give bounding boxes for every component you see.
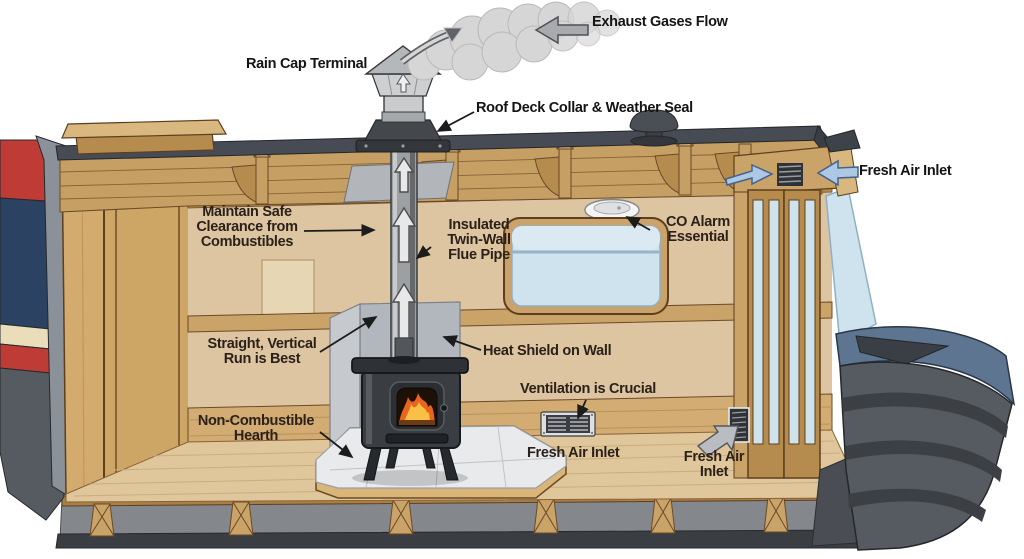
- fire: [399, 393, 435, 425]
- arrow-flue: [415, 245, 432, 260]
- floor-joists: [89, 496, 789, 537]
- exhaust-smoke: [399, 1, 621, 81]
- leader-arrows: [303, 111, 651, 459]
- cabin-window: [503, 217, 669, 315]
- arrow-hearth: [319, 431, 354, 459]
- roof-hatch: [61, 119, 228, 155]
- label-insulated-flue: Insulated Twin-Wall Flue Pipe: [447, 217, 511, 264]
- door-leaf-left: [747, 189, 785, 479]
- cap-flow-arrow-icon: [396, 73, 411, 93]
- top-fresh-air-vent-icon: [775, 161, 805, 188]
- door-leaf-right: [783, 189, 821, 479]
- label-exhaust-gases-flow: Exhaust Gases Flow: [592, 14, 728, 30]
- label-co-alarm: CO Alarm Essential: [666, 214, 730, 246]
- arrow-heat-shield: [442, 335, 482, 351]
- bulkhead-door: [103, 182, 191, 485]
- left-exterior-cabin-side: [0, 135, 71, 521]
- label-ventilation: Ventilation is Crucial: [520, 381, 657, 397]
- arrow-co-alarm: [625, 216, 651, 231]
- label-fresh-air-inlet-door: Fresh Air Inlet: [683, 449, 745, 481]
- arrow-ventilation: [577, 399, 589, 420]
- wall-vent-grille-icon: [540, 411, 596, 437]
- arrow-clearance: [303, 223, 376, 237]
- fresh-air-arrow-icons-top: [725, 159, 859, 187]
- wall-hatch-panel: [261, 259, 315, 317]
- wood-stove: [351, 356, 469, 486]
- mushroom-vent-icon: [629, 109, 679, 147]
- label-heat-shield: Heat Shield on Wall: [483, 343, 612, 359]
- fresh-air-arrow-icon-door: [696, 425, 739, 457]
- stern-doors: [733, 129, 877, 547]
- label-rain-cap-terminal: Rain Cap Terminal: [246, 56, 368, 72]
- label-fresh-air-inlet-wall: Fresh Air Inlet: [527, 445, 620, 461]
- label-hearth: Non-Combustible Hearth: [197, 413, 315, 445]
- label-roof-deck-collar: Roof Deck Collar & Weather Seal: [476, 100, 693, 116]
- bow-hull: [835, 326, 1016, 551]
- arrow-straight-run: [319, 316, 378, 353]
- exhaust-flow-arrow-icon: [534, 15, 589, 45]
- flue-flow-arrow-icon: [391, 156, 417, 339]
- side-glazing: [825, 186, 877, 346]
- bulkhead-wall: [61, 145, 203, 498]
- label-fresh-air-inlet-top: Fresh Air Inlet: [859, 163, 952, 179]
- flue-pipe: [343, 119, 455, 367]
- arrow-roof-collar: [436, 111, 475, 132]
- label-maintain-clearance: Maintain Safe Clearance from Combustible…: [196, 204, 298, 251]
- co-alarm-icon: [584, 198, 640, 222]
- label-straight-run: Straight, Vertical Run is Best: [207, 336, 317, 368]
- smoke-rise-arrow-icon: [399, 27, 463, 65]
